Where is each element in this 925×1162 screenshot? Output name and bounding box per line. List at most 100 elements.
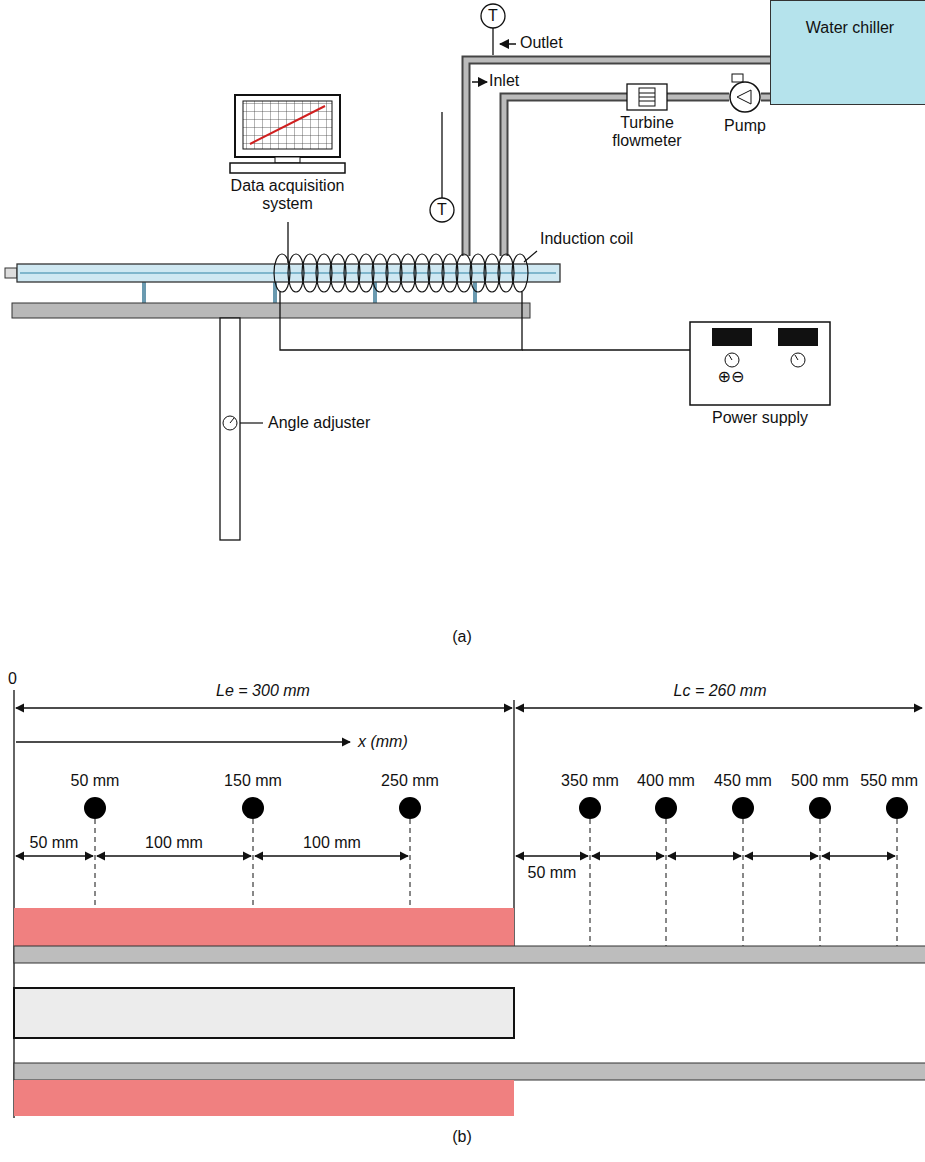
dimension-line — [516, 707, 922, 708]
pipe-wall — [761, 93, 770, 102]
power-supply-unit-shape — [690, 322, 830, 405]
dimension-line — [16, 707, 512, 708]
turbine-flowmeter-shape — [627, 84, 667, 110]
outlet-pipe — [466, 60, 770, 256]
thermocouple-point — [579, 797, 601, 819]
node-label: Data acquisition system — [213, 177, 363, 214]
thermocouple-point — [732, 797, 754, 819]
pipe-section — [14, 908, 925, 1116]
thermometer — [492, 28, 493, 55]
daq-lead — [288, 222, 289, 263]
terminal-symbol: ⊕⊖ — [718, 368, 745, 386]
power-supply-unit: Power supply — [690, 322, 830, 405]
pipe-wall — [667, 93, 729, 102]
table — [12, 282, 530, 318]
pipe-section — [14, 988, 514, 1038]
outlet-pipe — [466, 60, 770, 256]
position-label: 400 mm — [637, 772, 695, 790]
node-label: Water chiller — [771, 1, 925, 37]
dimension-line — [16, 741, 350, 742]
thermometer-label: T — [437, 201, 447, 219]
dimension-line — [592, 855, 664, 856]
dimension-line — [14, 690, 922, 1118]
position-label: 550 mm — [860, 772, 918, 790]
part-label: Induction coil — [540, 230, 633, 248]
dimension-line — [745, 855, 818, 856]
angle-adjuster — [223, 416, 237, 430]
flow-arrow — [472, 81, 487, 83]
pipe-connector — [761, 97, 770, 98]
thermocouple-point — [809, 797, 831, 819]
water-chiller-box: Water chiller — [770, 0, 925, 105]
position-label: 50 mm — [71, 772, 120, 790]
thermocouple-point — [590, 819, 591, 946]
thermocouple-point — [897, 819, 898, 946]
heat-pipe — [5, 268, 17, 278]
pipe-core — [667, 95, 729, 100]
data-acquisition-monitor: Data acquisition system — [230, 95, 345, 173]
dimension-label: 50 mm — [30, 834, 79, 852]
dimension-label: 100 mm — [145, 834, 203, 852]
coil-wire — [280, 292, 690, 350]
thermometer — [430, 198, 454, 222]
thermometer — [441, 112, 442, 198]
leader-line — [240, 251, 537, 423]
thermocouple-point — [743, 819, 744, 946]
position-label: 500 mm — [791, 772, 849, 790]
induction-coil — [274, 254, 528, 292]
angle-adjuster — [220, 318, 240, 540]
dimension-label: 50 mm — [528, 864, 577, 882]
coil-wire — [280, 292, 522, 350]
dimension-line — [668, 855, 741, 856]
position-label: 450 mm — [714, 772, 772, 790]
pipe-connector — [667, 97, 729, 98]
thermocouple-point — [399, 797, 421, 819]
pipe-section — [14, 1080, 514, 1116]
heat-pipe — [5, 264, 560, 282]
data-acquisition-monitor-shape — [230, 95, 345, 173]
pipe-core — [761, 95, 770, 100]
thermometer — [481, 4, 505, 28]
thermocouple-point — [84, 797, 106, 819]
dimension-label: Lc = 260 mm — [674, 682, 767, 700]
dimension-label: Le = 300 mm — [216, 682, 310, 700]
position-label: 350 mm — [561, 772, 619, 790]
turbine-flowmeter: Turbine flowmeter — [627, 84, 667, 110]
pipe-section — [14, 946, 925, 963]
node-label: Power supply — [712, 409, 808, 427]
dimension-line — [255, 855, 408, 856]
axis-label: x (mm) — [358, 733, 408, 751]
pipe-section — [14, 908, 514, 946]
thermocouple-point — [242, 797, 264, 819]
flow-label: Outlet — [520, 34, 563, 52]
dimension-label: 100 mm — [303, 834, 361, 852]
dimension-line — [97, 855, 251, 856]
thermometer-label: T — [488, 7, 498, 25]
induction-coil — [512, 254, 528, 292]
pump-symbol-shape — [729, 81, 761, 113]
angle-adjuster — [220, 318, 240, 540]
thermocouple-point — [666, 819, 667, 946]
node-label: Turbine flowmeter — [602, 114, 692, 151]
thermometer — [430, 4, 505, 222]
flow-label: Inlet — [489, 72, 519, 90]
panel-label: (a) — [452, 628, 472, 646]
panel-label: (b) — [452, 1128, 472, 1146]
pump-symbol: Pump — [729, 81, 761, 113]
outlet-pipe — [466, 60, 770, 256]
node-label: Pump — [724, 117, 766, 135]
thermocouple-point — [886, 797, 908, 819]
origin-label: 0 — [8, 670, 17, 688]
table — [142, 282, 146, 303]
dimension-line — [516, 855, 588, 856]
leader-line — [240, 422, 263, 423]
position-label: 250 mm — [381, 772, 439, 790]
table — [473, 282, 477, 303]
leader-line — [524, 251, 537, 262]
daq-lead — [287, 222, 288, 263]
dimension-line — [16, 855, 93, 856]
thermocouple-point — [820, 819, 821, 946]
thermocouple-point — [655, 797, 677, 819]
